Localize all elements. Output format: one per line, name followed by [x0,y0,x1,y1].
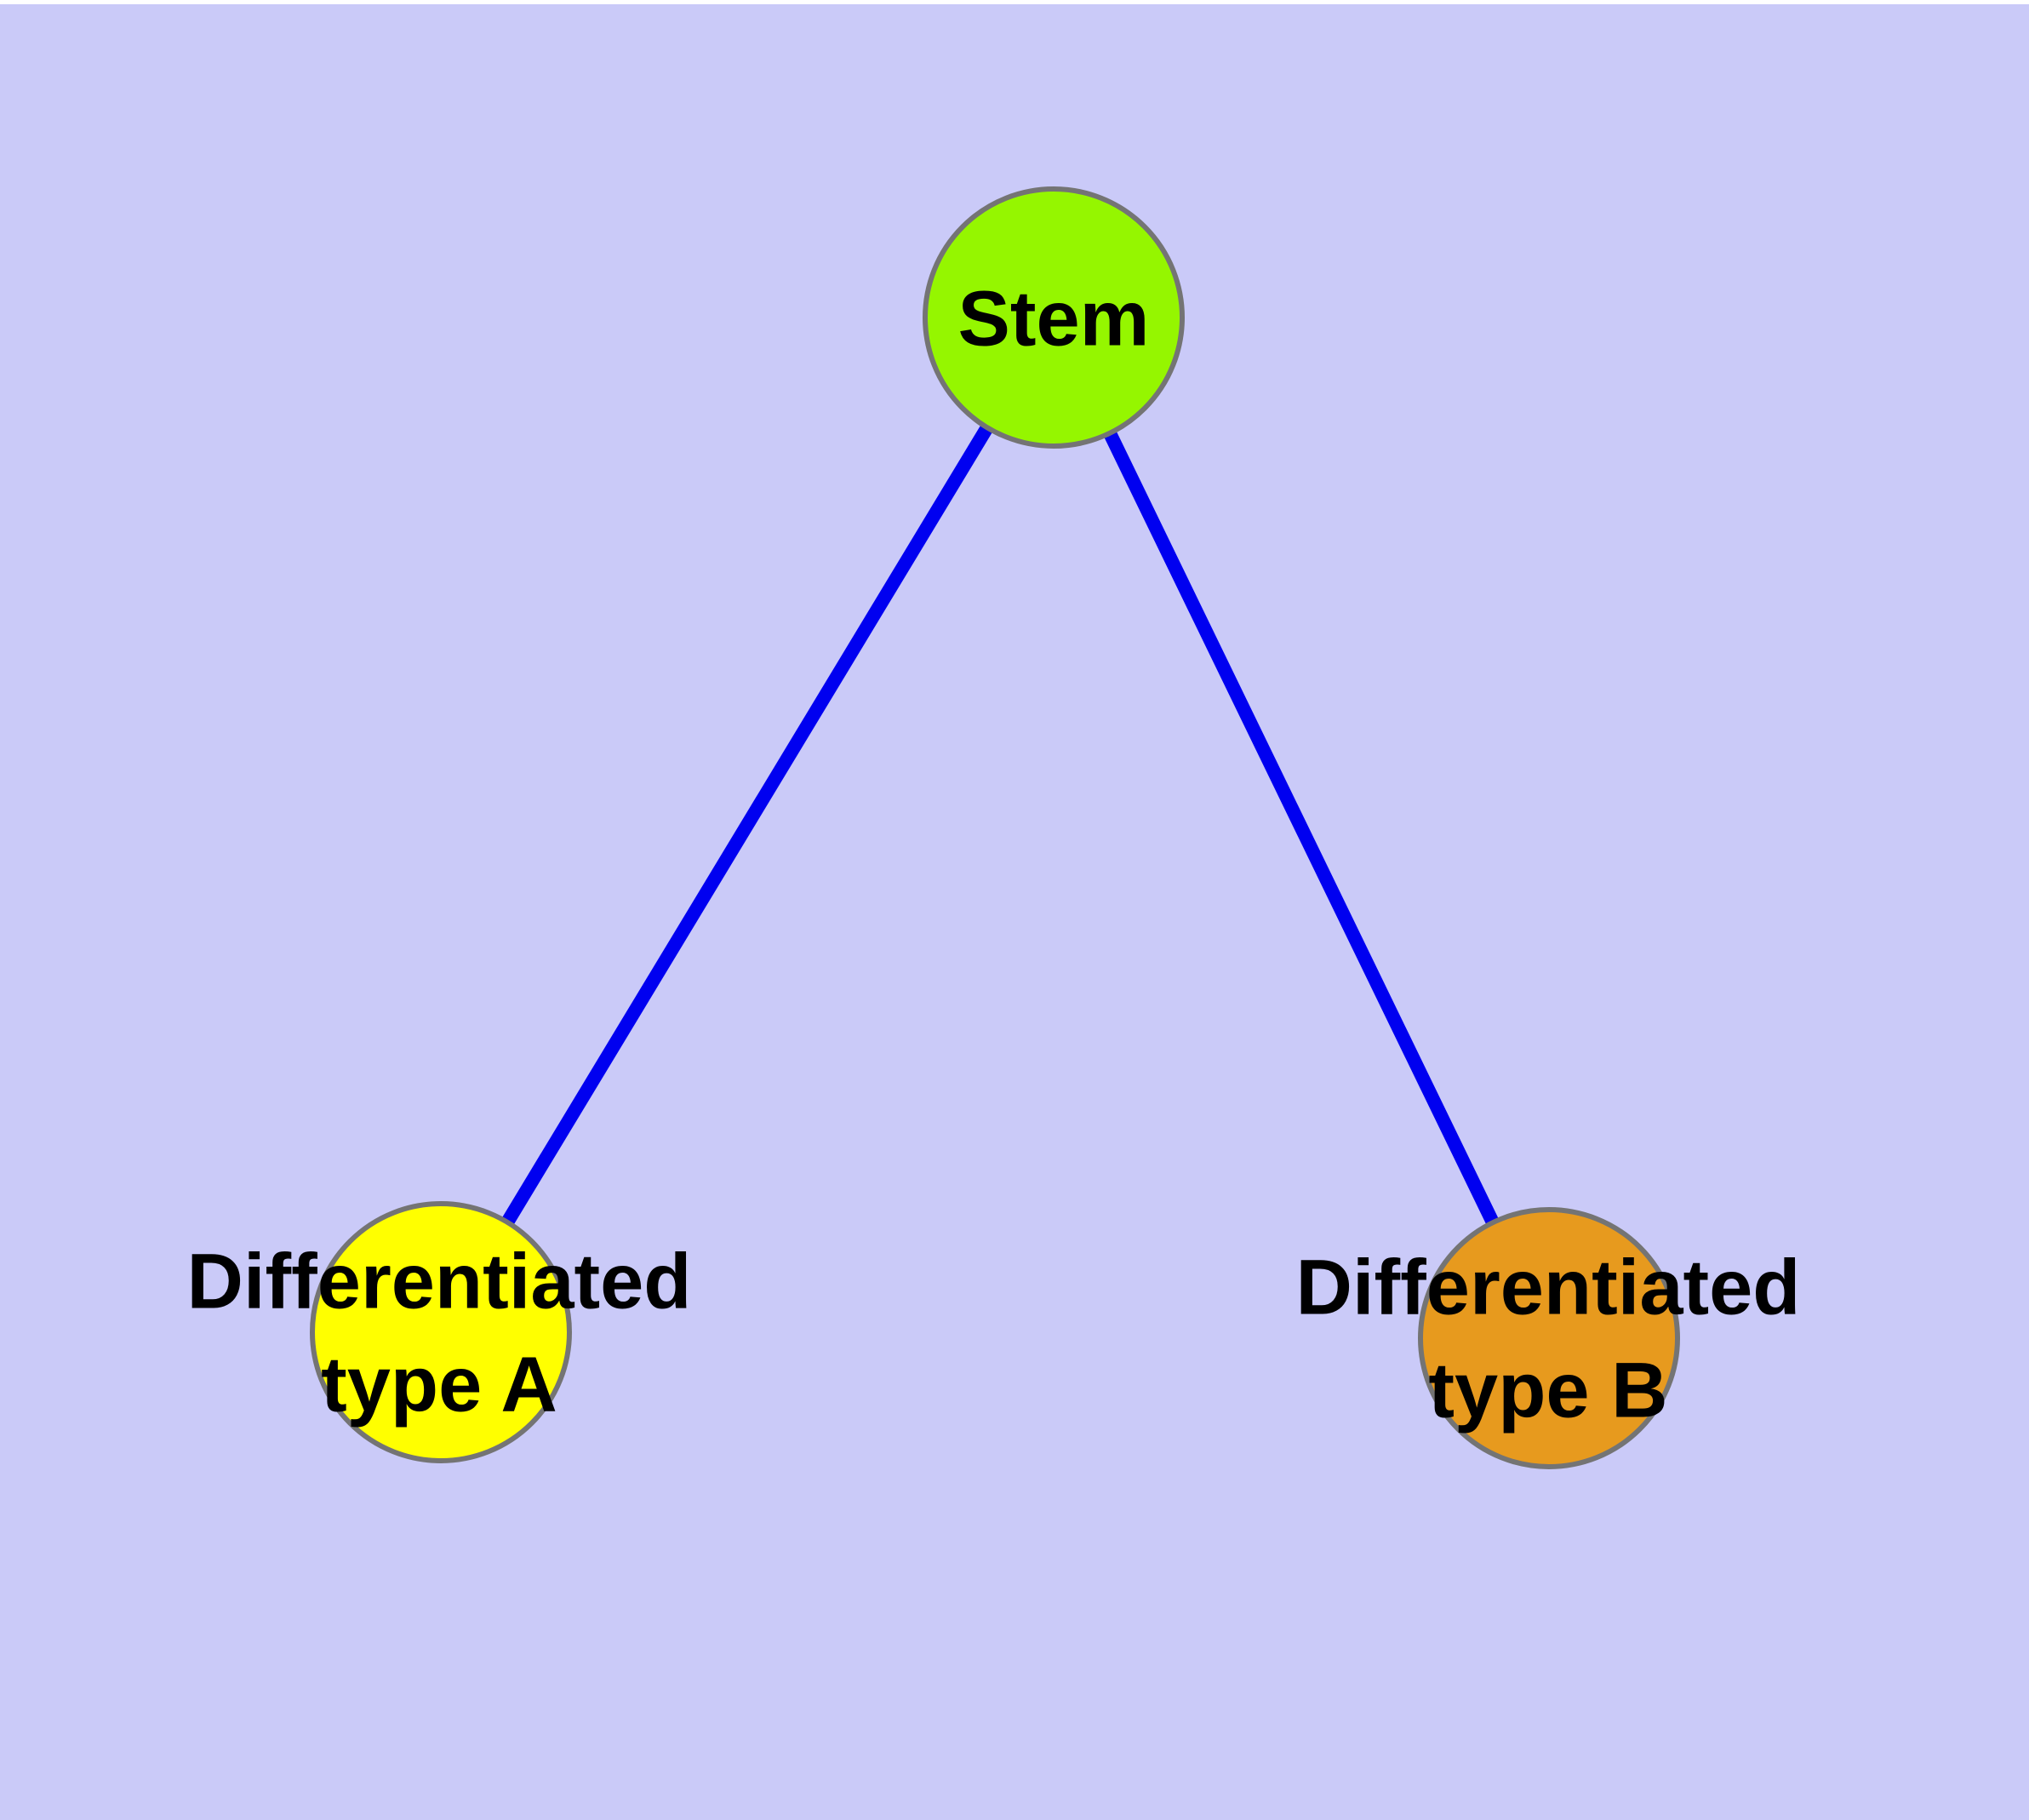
node-type-b [1418,1207,1680,1469]
edge-stem-to-type-a [435,313,1060,1336]
node-stem [923,186,1185,449]
edge-stem-to-type-b [1047,314,1556,1342]
node-type-a [310,1201,572,1463]
